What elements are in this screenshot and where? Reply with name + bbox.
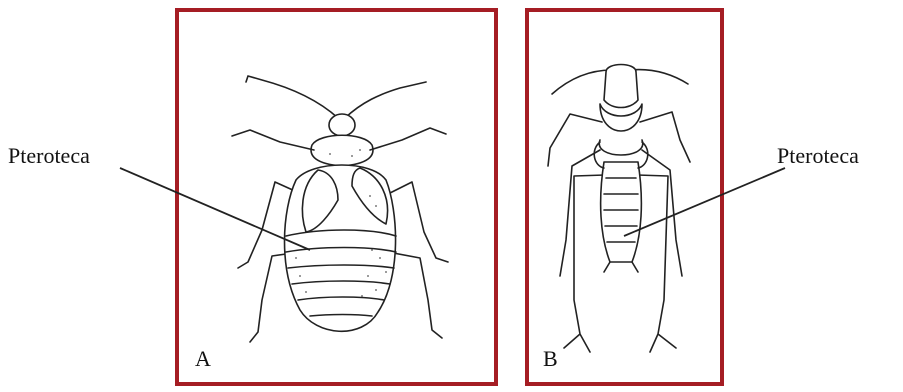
- panel-a-frame: A: [175, 8, 498, 386]
- panel-b-callout-label: Pteroteca: [777, 143, 859, 169]
- panel-b-letter: B: [543, 346, 558, 372]
- panel-a-callout-label: Pteroteca: [8, 143, 90, 169]
- panel-b-frame: B: [525, 8, 724, 386]
- panel-a-letter: A: [195, 346, 211, 372]
